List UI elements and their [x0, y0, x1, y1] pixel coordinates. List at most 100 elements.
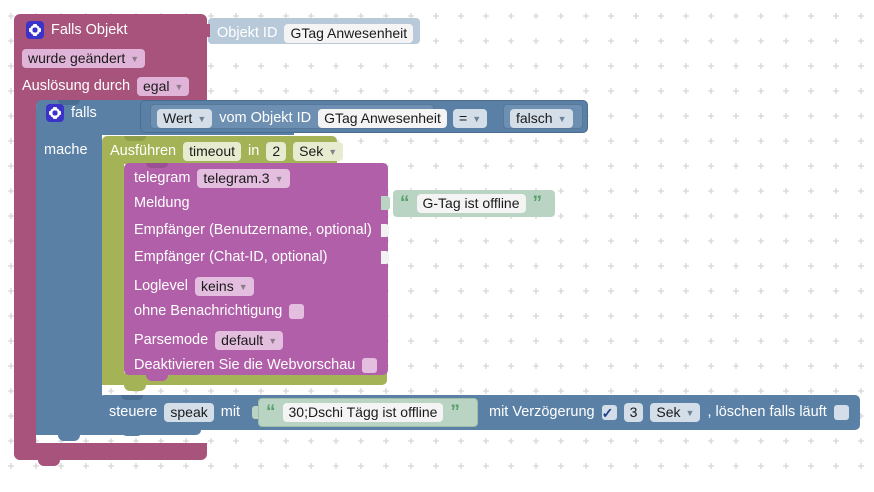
compare-value: falsch	[516, 110, 553, 126]
speak-delay-value-field[interactable]: 3	[623, 403, 644, 422]
speak-target-field[interactable]: speak	[164, 403, 214, 422]
object-id-socket-notch	[203, 24, 210, 37]
speak-delay-label: mit Verzögerung	[489, 404, 595, 421]
message-text-value[interactable]: G-Tag ist offline	[416, 194, 526, 213]
trigger-by-label: Auslösung durch	[22, 78, 131, 95]
telegram-recipient-chatid-label: Empfänger (Chat-ID, optional)	[134, 249, 328, 265]
telegram-webpreview-label: Deaktivieren Sie die Webvorschau	[134, 357, 356, 374]
condition-object-id[interactable]: GTag Anwesenheit	[318, 109, 447, 128]
object-id-value[interactable]: GTag Anwesenheit	[284, 24, 414, 43]
telegram-parsemode-label: Parsemode	[134, 332, 209, 349]
if-label: falls	[71, 104, 97, 121]
chevron-down-icon: ▼	[685, 407, 695, 418]
telegram-row-silent: ohne Benachrichtigung	[134, 303, 305, 320]
trigger-header: Falls Objekt	[26, 21, 128, 39]
trigger-by-value: egal	[143, 78, 170, 94]
object-id-label: Objekt ID	[217, 25, 278, 42]
condition-mode-dropdown[interactable]: Wert ▼	[157, 109, 213, 128]
chevron-down-icon: ▼	[268, 335, 278, 346]
condition-right-operand-row[interactable]: falsch ▼	[510, 109, 573, 128]
telegram-row-recipient-username: Empfänger (Benutzername, optional)	[134, 223, 372, 238]
telegram-loglevel-dropdown[interactable]: keins ▼	[195, 277, 254, 296]
compare-value-dropdown[interactable]: falsch ▼	[510, 109, 573, 128]
speak-block[interactable]	[99, 395, 860, 430]
telegram-message-label: Meldung	[134, 195, 190, 211]
chevron-down-icon: ▼	[174, 81, 184, 92]
telegram-loglevel-value: keins	[201, 278, 234, 294]
telegram-instance-label: telegram	[134, 170, 191, 187]
telegram-silent-checkbox[interactable]	[289, 304, 305, 319]
change-mode-value: wurde geändert	[28, 50, 126, 66]
message-text-row: “ G-Tag ist offline ”	[400, 194, 542, 213]
telegram-recipient-username-socket[interactable]	[381, 224, 389, 237]
open-quote-icon: “	[266, 402, 276, 423]
timeout-unit-value: Sek	[299, 143, 324, 159]
telegram-webpreview-checkbox[interactable]	[362, 358, 378, 373]
speak-top-notch	[121, 395, 143, 400]
telegram-top-notch	[146, 163, 168, 168]
condition-mode-value: Wert	[163, 110, 193, 126]
timeout-in-label: in	[248, 143, 260, 160]
condition-operator-dropdown[interactable]: =▼	[453, 109, 488, 128]
do-label: mache	[44, 142, 88, 158]
speak-delay-unit-value: Sek	[656, 404, 681, 420]
timeout-name-field[interactable]: timeout	[183, 142, 242, 161]
speak-bottom-notch	[121, 430, 143, 436]
gear-icon[interactable]	[26, 21, 44, 39]
telegram-instance-dropdown[interactable]: telegram.3 ▼	[197, 169, 290, 188]
close-quote-icon: ”	[450, 402, 460, 423]
telegram-message-socket[interactable]	[381, 196, 390, 210]
telegram-loglevel-label: Loglevel	[134, 278, 189, 295]
telegram-recipient-username-label: Empfänger (Benutzername, optional)	[134, 222, 372, 238]
telegram-parsemode-dropdown[interactable]: default ▼	[215, 331, 284, 350]
chevron-down-icon: ▼	[557, 113, 567, 124]
speak-delay-checkbox[interactable]: ✓	[601, 405, 617, 421]
chevron-down-icon: ▼	[328, 146, 338, 157]
timeout-delay-field[interactable]: 2	[266, 142, 287, 161]
chevron-down-icon: ▼	[238, 281, 248, 292]
gear-icon[interactable]	[46, 104, 64, 122]
if-block-bottom-notch	[58, 435, 80, 441]
condition-operator-value: =	[459, 110, 468, 126]
telegram-row-loglevel: Loglevel keins ▼	[134, 277, 254, 296]
timeout-unit-dropdown[interactable]: Sek ▼	[293, 142, 344, 161]
speak-delay-unit-dropdown[interactable]: Sek ▼	[650, 403, 701, 422]
timeout-run-label: Ausführen	[110, 143, 177, 160]
speak-row: steuere speak mit	[109, 403, 240, 422]
change-mode-row[interactable]: wurde geändert ▼	[22, 49, 146, 68]
timeout-block-left-spine	[102, 160, 124, 385]
chevron-down-icon: ▼	[274, 173, 284, 184]
telegram-parsemode-value: default	[221, 332, 264, 348]
trigger-by-row: Auslösung durch egal ▼	[22, 77, 190, 96]
trigger-by-dropdown[interactable]: egal ▼	[137, 77, 190, 96]
speak-clear-checkbox[interactable]	[833, 405, 849, 420]
trigger-title: Falls Objekt	[51, 21, 128, 38]
open-quote-icon: “	[400, 193, 410, 214]
change-mode-dropdown[interactable]: wurde geändert ▼	[22, 49, 146, 68]
speak-delay-row: mit Verzögerung ✓ 3 Sek ▼ , löschen falls…	[489, 403, 849, 422]
if-header-row: falls	[46, 104, 97, 122]
chevron-down-icon: ▼	[197, 113, 207, 124]
timeout-header-row: Ausführen timeout in 2 Sek ▼	[110, 142, 344, 161]
speak-control-label: steuere	[109, 404, 158, 421]
telegram-row-instance: telegram telegram.3 ▼	[134, 169, 290, 188]
telegram-row-webpreview: Deaktivieren Sie die Webvorschau	[134, 357, 378, 374]
if-block-top-notch	[58, 100, 80, 105]
timeout-top-notch	[124, 136, 146, 141]
speak-text-row: “ 30;Dschi Tägg ist offline ”	[266, 403, 460, 422]
telegram-instance-value: telegram.3	[203, 170, 270, 186]
chevron-down-icon: ▼	[472, 113, 482, 124]
condition-left-operand-row: Wert▼ vom Objekt ID GTag Anwesenheit	[157, 109, 447, 128]
telegram-row-recipient-chatid: Empfänger (Chat-ID, optional)	[134, 250, 327, 265]
chevron-down-icon: ▼	[130, 53, 140, 64]
trigger-bottom-notch	[38, 460, 60, 466]
speak-text-value[interactable]: 30;Dschi Tägg ist offline	[282, 403, 444, 422]
telegram-silent-label: ohne Benachrichtigung	[134, 303, 283, 320]
telegram-row-parsemode: Parsemode default ▼	[134, 331, 284, 350]
condition-operator-row[interactable]: =▼	[453, 109, 488, 128]
object-id-row: Objekt ID GTag Anwesenheit	[217, 24, 414, 43]
speak-clear-label: , löschen falls läuft	[707, 404, 827, 421]
check-icon: ✓	[601, 405, 614, 421]
telegram-recipient-chatid-socket[interactable]	[381, 251, 389, 264]
